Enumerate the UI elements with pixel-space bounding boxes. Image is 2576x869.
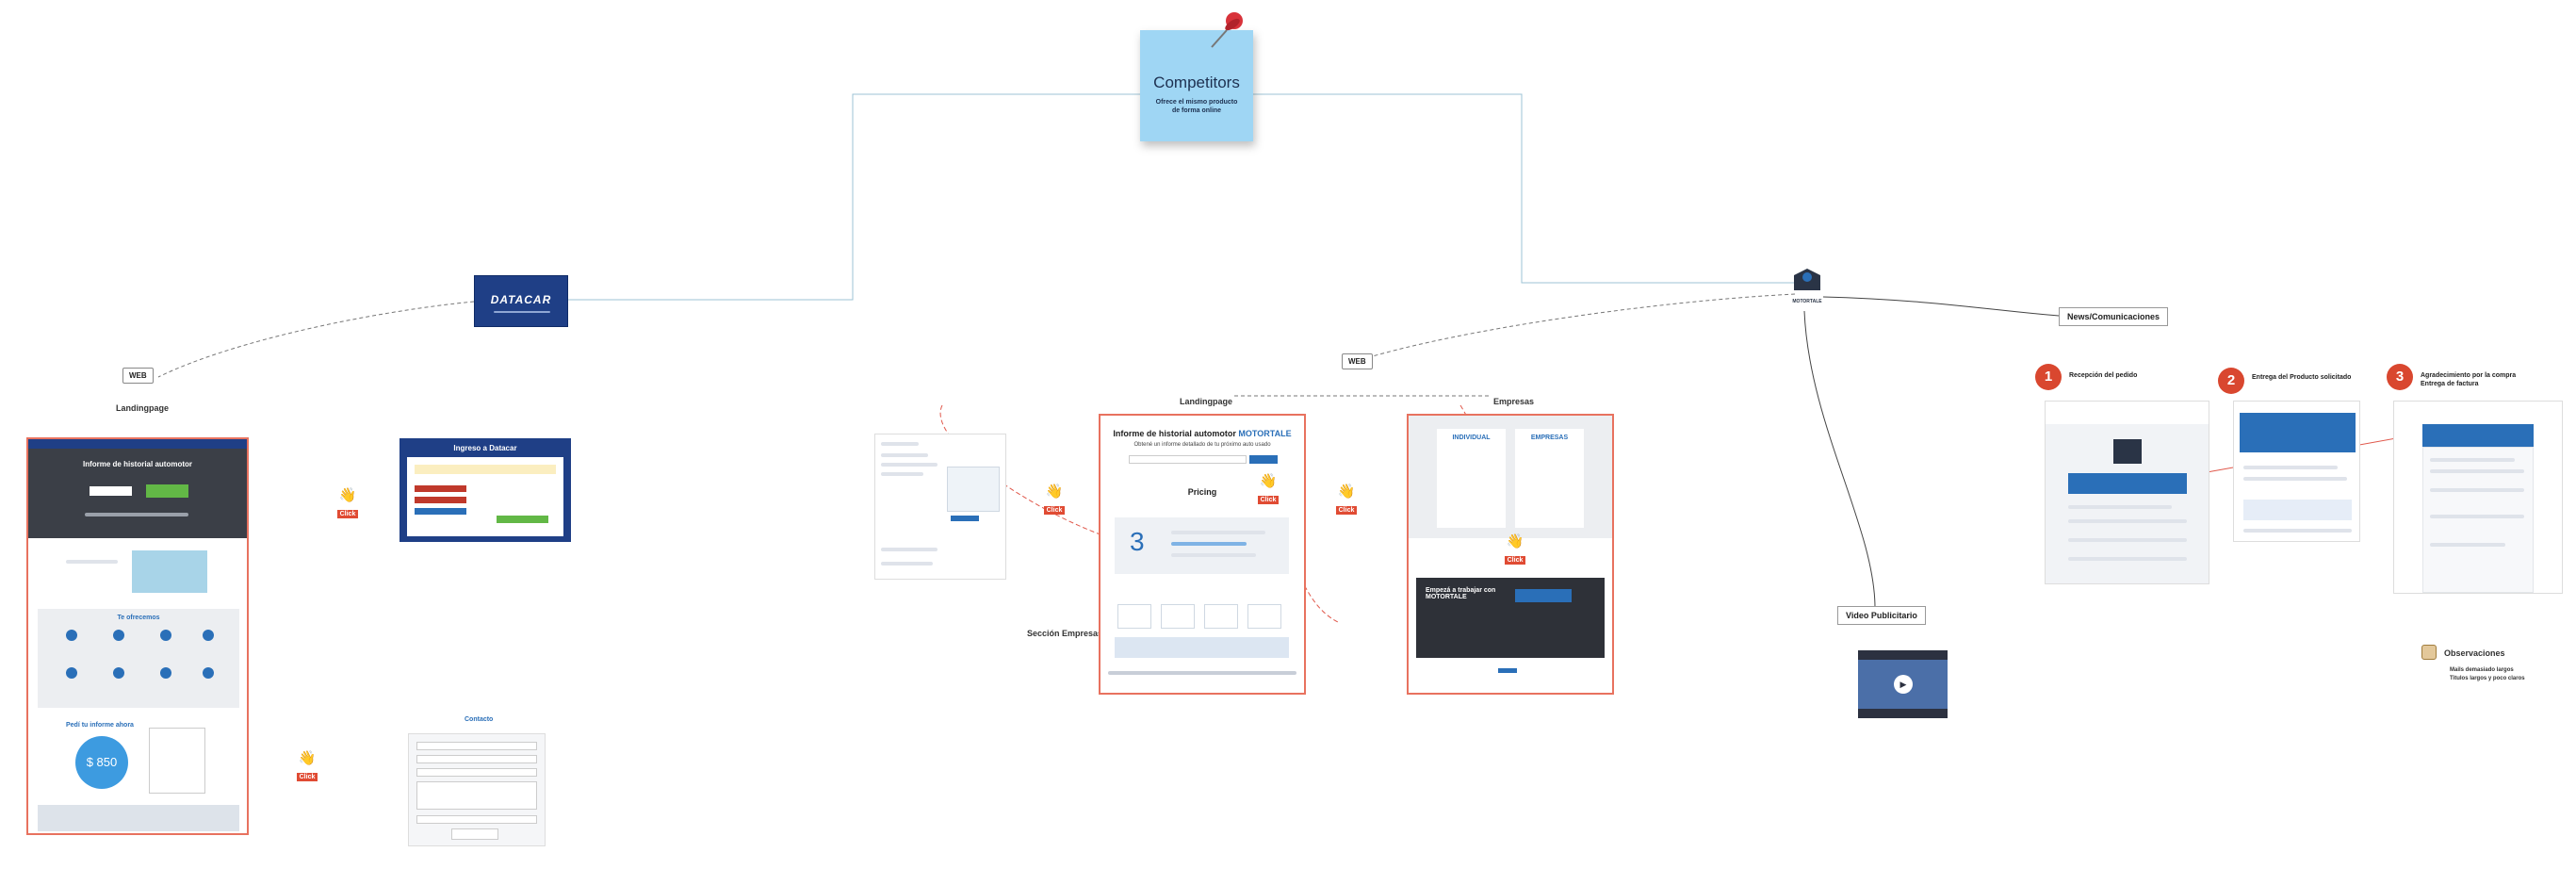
motortale-landing-subtitle: Obtené un informe detallado de tu próxim… [1133,442,1271,448]
hand-pointer-icon: 👋 [1045,484,1064,500]
motortale-mark-icon [1794,269,1820,290]
pushpin-icon [1211,12,1243,48]
motortale-landing-frame[interactable]: Informe de historial automotor MOTORTALE… [1099,414,1306,695]
datacar-hero-input[interactable] [90,486,132,496]
label-video-publicitario[interactable]: Video Publicitario [1837,606,1926,625]
empresas-dark-title: Empezá a trabajar con MOTORTALE [1426,587,1496,600]
datacar-logo-text: DATACAR [490,293,552,306]
datacar-price-badge: $ 850 [75,736,128,789]
observaciones-icon [2421,645,2437,660]
sticky-subtitle: Ofrece el mismo producto de forma online [1155,99,1238,114]
motortale-landing-title-row: Informe de historial automotor MOTORTALE [1101,429,1304,438]
label-seccion-empresas: Sección Empresas [1027,629,1103,638]
step-3-number: 3 [2387,364,2413,390]
hand-pointer-icon: 👋 [1259,473,1278,489]
hand-pointer-icon: 👋 [1337,484,1356,500]
sticky-title: Competitors [1153,74,1240,91]
label-news-comunicaciones[interactable]: News/Comunicaciones [2059,307,2169,326]
connector-motortale-video [1803,310,1876,609]
connector-datacar-web [157,301,475,378]
video-thumbnail[interactable]: ▶ [1858,650,1948,718]
play-icon[interactable]: ▶ [1894,675,1913,694]
click-label: Click [1257,496,1280,504]
email-3-shot[interactable] [2393,401,2563,594]
motortale-logo[interactable]: MOTORTALE [1788,266,1826,313]
hand-pointer-icon: 👋 [298,750,317,766]
plan-individual-title: INDIVIDUAL [1452,434,1491,441]
plan-card-individual[interactable]: INDIVIDUAL [1437,429,1506,528]
observaciones-title: Observaciones [2444,648,2505,658]
click-marker-6: 👋 Click [1503,533,1527,566]
click-label: Click [1043,506,1066,515]
motortale-pricing-title: Pricing [1187,487,1217,497]
datacar-price-value: $ 850 [86,755,118,769]
datacar-report-preview [149,728,205,794]
motortale-pricing-card: 3 [1115,517,1289,574]
email-1-logo [2113,439,2142,464]
datacar-hero-button[interactable] [146,484,188,498]
datacar-footer [38,805,239,831]
datacar-contact-form[interactable] [408,733,546,846]
web-tag-motortale[interactable]: WEB [1342,353,1373,369]
connector-motortale-web [1365,293,1796,359]
motortale-landing-brand: MOTORTALE [1238,429,1292,438]
motortale-form-shot[interactable] [874,434,1006,580]
motortale-logo-text: MOTORTALE [1792,299,1822,304]
datacar-offers-title: Te ofrecemos [117,615,160,621]
datacar-offers-section: Te ofrecemos [38,609,239,708]
label-landingpage-datacar: Landingpage [116,403,169,413]
hand-pointer-icon: 👋 [1506,533,1524,549]
step-1-number: 1 [2035,364,2062,390]
connector-competitors-motortale [1253,93,1795,284]
datacar-logo[interactable]: DATACAR [474,275,568,327]
hand-pointer-icon: 👋 [338,487,357,503]
datacar-login-shot[interactable]: Ingreso a Datacar [399,438,571,542]
datacar-price-title: Pedí tu informe ahora [66,722,134,729]
email-1-shot[interactable] [2045,401,2209,584]
datacar-landing-hero: Informe de historial automotor [28,439,247,538]
step-1-title: Recepción del pedido [2069,372,2138,379]
step-3-title: Agradecimiento por la compra Entrega de … [2421,372,2517,387]
datacar-landing-frame[interactable]: Informe de historial automotor Te ofrece… [26,437,249,835]
plan-empresas-title: EMPRESAS [1530,434,1569,441]
email-2-shot[interactable] [2233,401,2360,542]
motortale-search-button[interactable] [1249,455,1278,464]
motortale-landing-title: Informe de historial automotor [1113,429,1236,438]
motortale-search-input[interactable] [1129,455,1247,464]
step-2-number: 2 [2218,368,2244,394]
observaciones-line-1: Mails demasiado largos [2450,667,2514,673]
click-marker-4: 👋 Click [1256,472,1280,506]
datacar-contact-title: Contacto [465,716,494,723]
label-landingpage-motortale: Landingpage [1180,397,1232,406]
click-label: Click [336,510,359,518]
click-label: Click [1335,506,1358,515]
click-label: Click [296,773,318,781]
click-label: Click [1504,556,1526,565]
plan-card-empresas[interactable]: EMPRESAS [1515,429,1584,528]
connector-competitors-datacar [565,93,1140,301]
empresas-dark-section: Empezá a trabajar con MOTORTALE [1416,578,1605,658]
connector-motortale-news [1822,296,2060,317]
motortale-empresas-banner [1115,637,1289,658]
datacar-login-title: Ingreso a Datacar [453,444,517,452]
label-empresas: Empresas [1493,397,1535,406]
click-marker-3: 👋 Click [1042,483,1067,516]
competitors-sticky-note[interactable]: Competitors Ofrece el mismo producto de … [1140,30,1253,141]
click-marker-1: 👋 Click [335,486,360,520]
click-marker-5: 👋 Click [1334,483,1359,516]
observaciones-line-2: Titulos largos y poco claros [2450,676,2525,681]
web-tag-datacar[interactable]: WEB [122,368,154,384]
click-marker-2: 👋 Click [295,749,319,783]
datacar-promo-block [132,550,207,593]
motortale-big-number: 3 [1130,527,1145,556]
motortale-empresas-frame[interactable]: INDIVIDUAL EMPRESAS Empezá a trabajar co… [1407,414,1614,695]
step-2-title: Entrega del Producto solicitado [2252,374,2352,381]
datacar-hero-title: Informe de historial automotor [82,460,192,468]
